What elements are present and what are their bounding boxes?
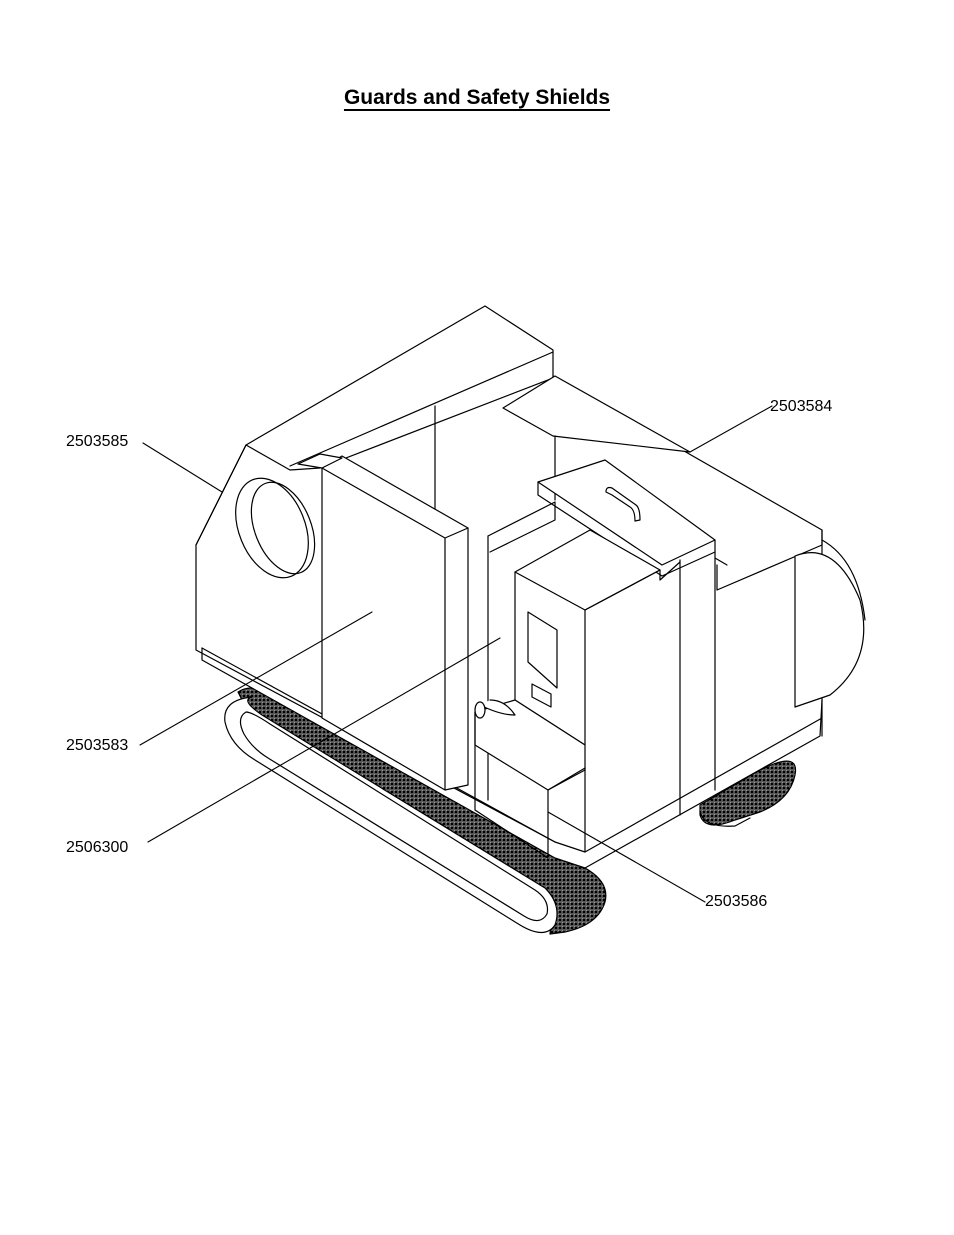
part-number-label: 2503586 [705, 893, 767, 911]
part-number-label: 2503584 [770, 398, 832, 416]
part-number-label: 2506300 [66, 839, 128, 857]
leader-line-2503584 [690, 406, 772, 452]
part-number-label: 2503583 [66, 737, 128, 755]
part-number-label: 2503585 [66, 433, 128, 451]
leader-line-2503585 [143, 443, 222, 492]
